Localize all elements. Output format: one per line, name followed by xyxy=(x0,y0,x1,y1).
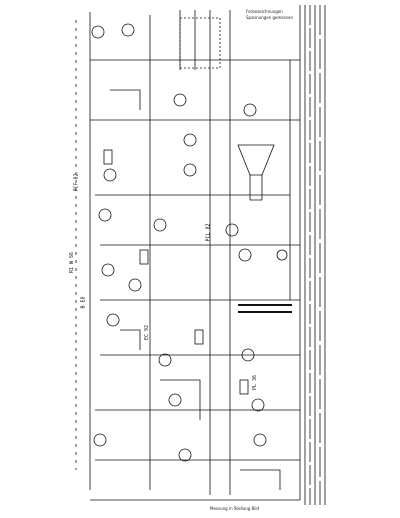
wire-b xyxy=(120,329,141,350)
tube-18 xyxy=(241,348,255,362)
tube-6 xyxy=(103,168,117,182)
note-bottom-caption: Messung in Stellung Bild xyxy=(210,506,260,511)
tube-14 xyxy=(93,433,107,447)
tube-8 xyxy=(153,218,167,232)
label-mid-3: PL 36 xyxy=(252,374,259,391)
tube-5 xyxy=(183,163,197,177)
wire-c xyxy=(160,379,201,420)
wiring xyxy=(75,5,326,505)
crt-outline xyxy=(237,144,275,176)
tube-13 xyxy=(168,393,182,407)
wire-d xyxy=(240,469,281,490)
tube-19 xyxy=(251,398,265,412)
tube-7 xyxy=(98,208,112,222)
tube-15 xyxy=(178,448,192,462)
note-top-right-2: Spannungen gemessen xyxy=(246,15,293,20)
label-left-1: R1 W S6 xyxy=(69,251,76,274)
tube-4 xyxy=(183,133,197,147)
tube-9 xyxy=(101,263,115,277)
tube-21 xyxy=(225,223,239,237)
coil-2 xyxy=(139,249,149,265)
tube-3 xyxy=(173,93,187,107)
coil-4 xyxy=(239,379,249,395)
note-top-right-1: Ferbezeichnungen xyxy=(246,9,283,14)
label-mid-1: EC 92 xyxy=(144,324,151,341)
label-left-3: B E8 xyxy=(80,296,87,309)
crt-neck xyxy=(249,175,263,201)
tube-12 xyxy=(158,353,172,367)
tube-2 xyxy=(121,23,135,37)
tube-10 xyxy=(128,278,142,292)
tube-20 xyxy=(253,433,267,447)
tube-17 xyxy=(238,248,252,262)
coil-1 xyxy=(103,149,113,165)
label-mid-2: PCL 82 xyxy=(205,223,212,242)
tube-16 xyxy=(243,103,257,117)
coil-3 xyxy=(194,329,204,345)
tube-11 xyxy=(106,313,120,327)
tube-1 xyxy=(91,25,105,39)
wire-a xyxy=(110,89,141,110)
tube-22 xyxy=(276,249,288,261)
label-left-2: PCF 82 xyxy=(73,173,80,192)
tuner-box xyxy=(179,17,221,69)
